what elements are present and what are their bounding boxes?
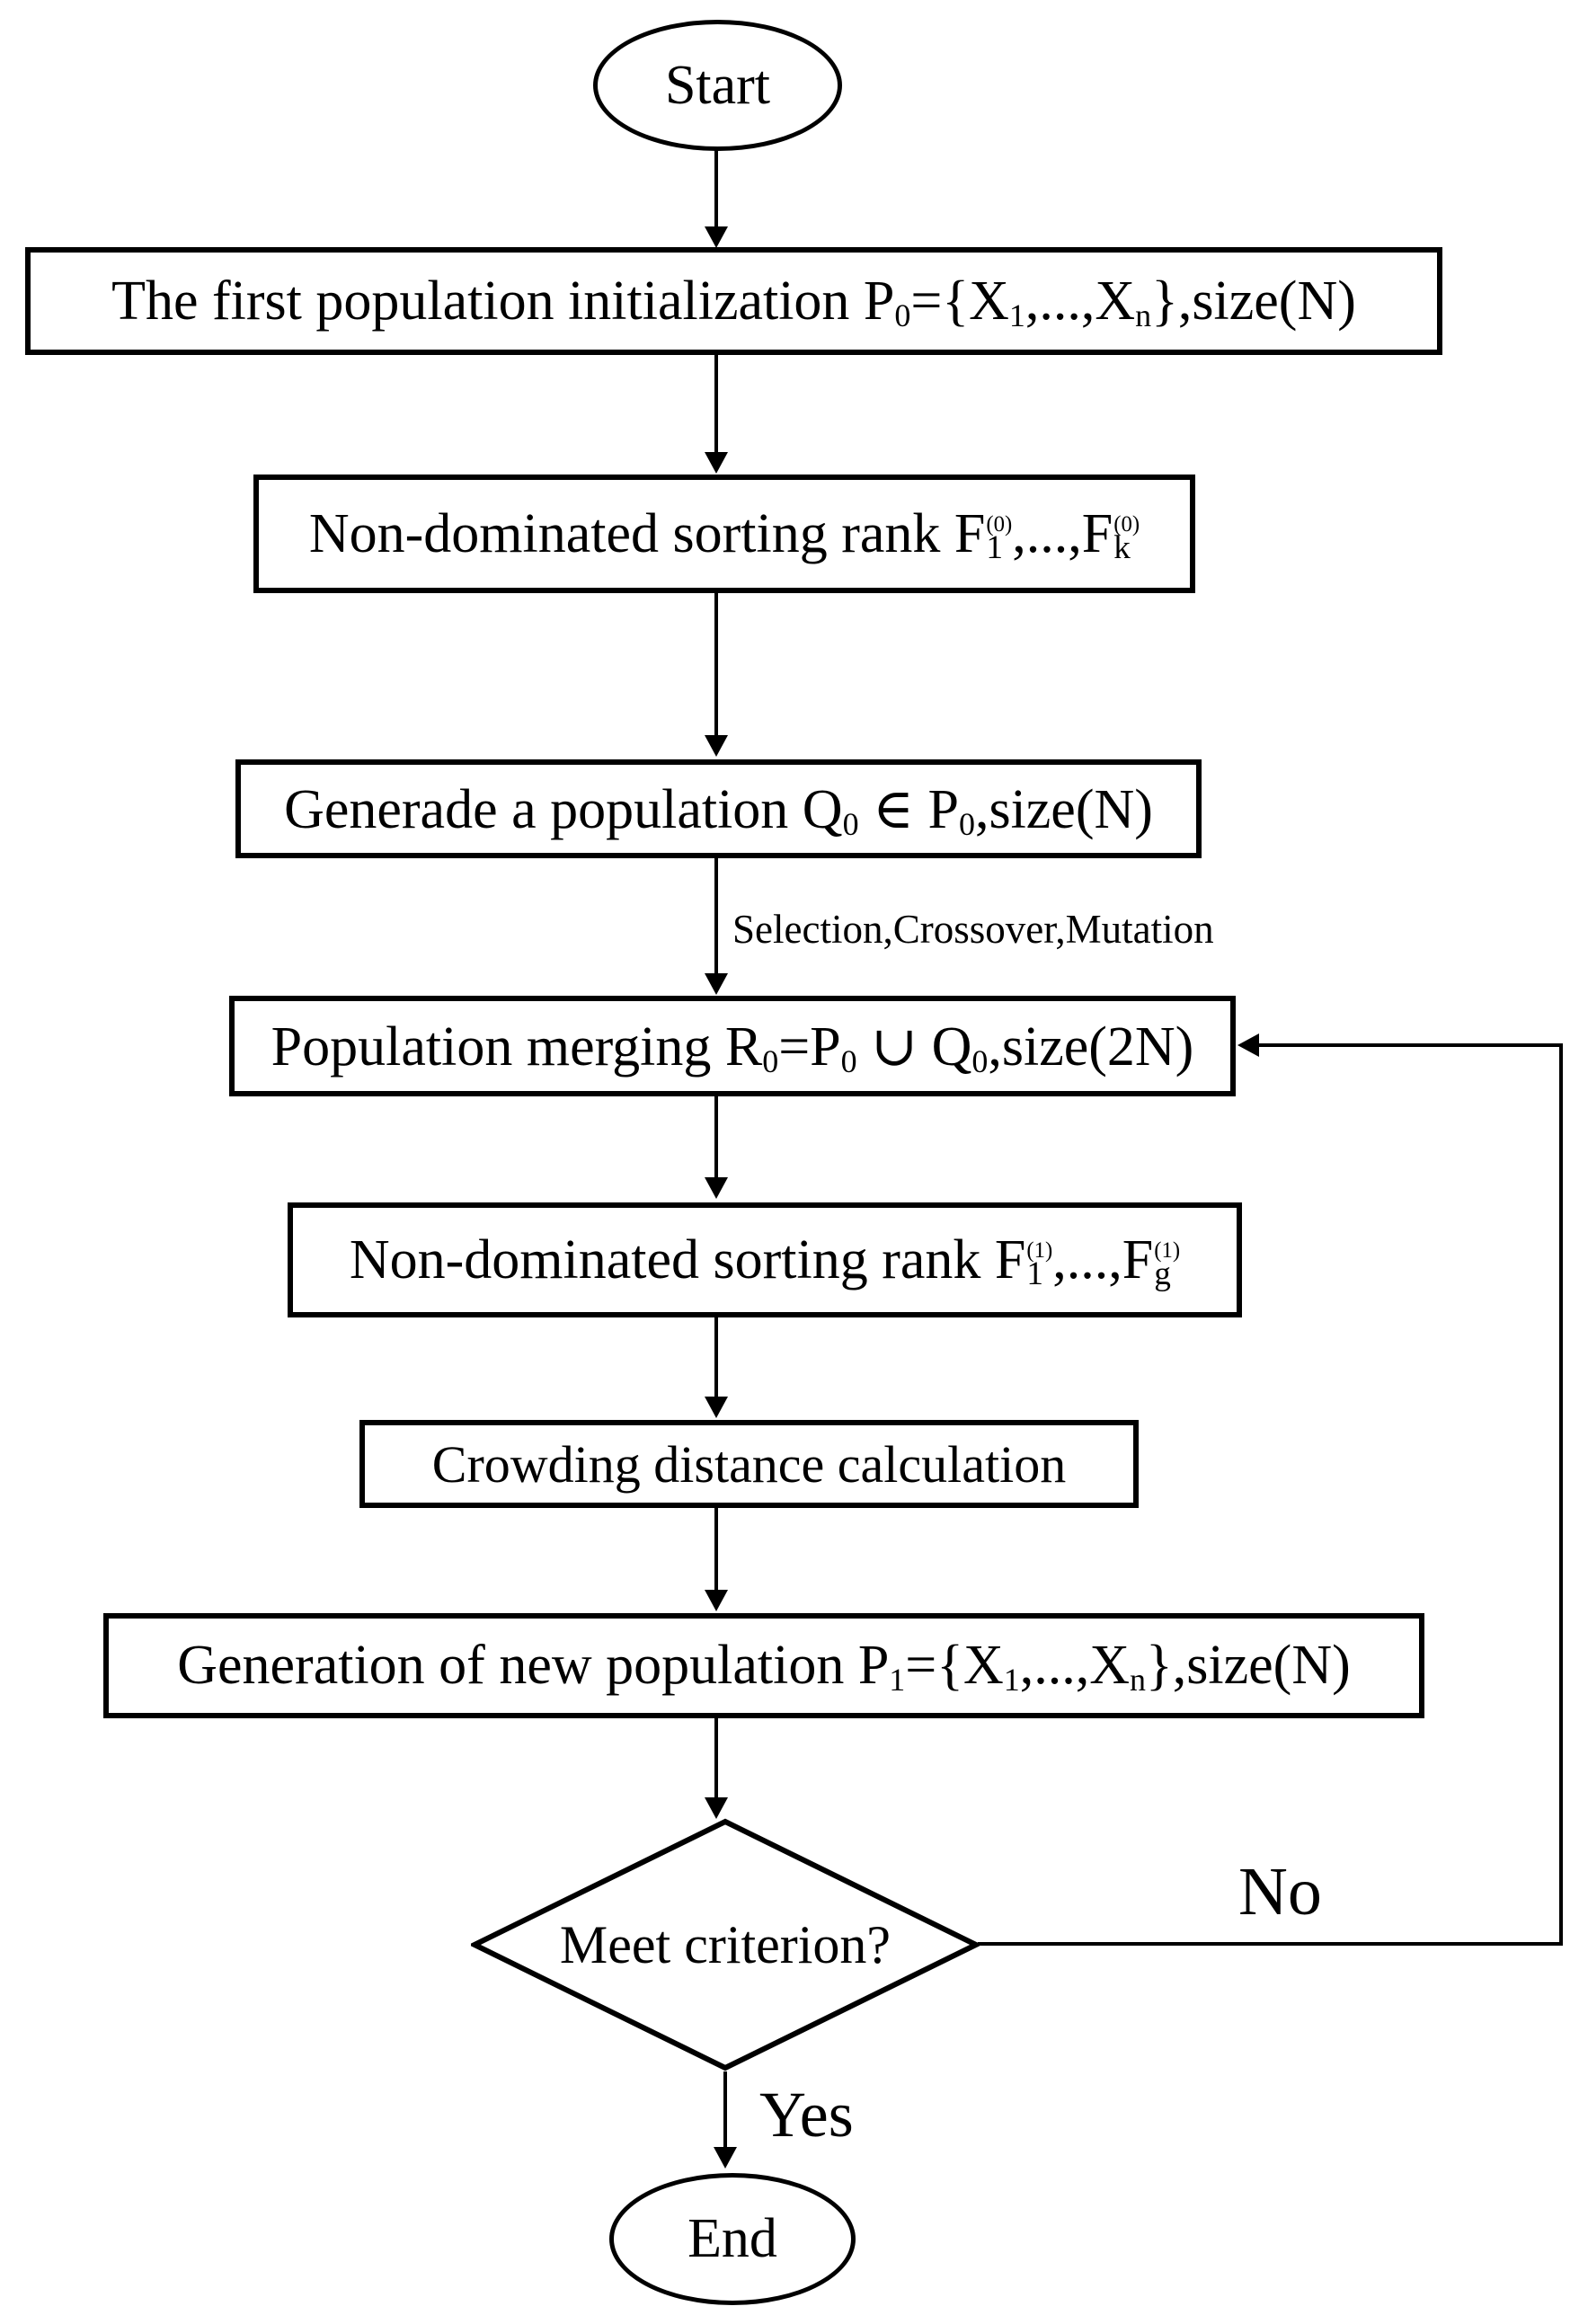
- arrowhead-down-icon: [705, 1797, 728, 1819]
- loop-no-line-vertical: [1559, 1043, 1563, 1944]
- nondominated-sort-1-box: Non-dominated sorting rank F(1)1,...,F(1…: [288, 1202, 1242, 1317]
- arrow-crowding-to-newpop-line: [714, 1508, 718, 1592]
- nondominated-sort-0-box: Non-dominated sorting rank F(0)1,...,F(0…: [253, 475, 1195, 593]
- arrow-sort1-to-crowding-line: [714, 1317, 718, 1398]
- arrowhead-left-icon: [1237, 1033, 1259, 1057]
- loop-no-line-bottom: [978, 1942, 1563, 1946]
- arrowhead-down-icon: [705, 735, 728, 757]
- new-population-box: Generation of new population P1={X1,...,…: [103, 1613, 1424, 1718]
- init-population-box: The first population initialization P0={…: [25, 247, 1442, 355]
- arrow-init-to-sort0-line: [714, 355, 718, 454]
- edge-label-no: No: [1238, 1854, 1322, 1929]
- end-label: End: [687, 2208, 777, 2269]
- arrowhead-down-icon: [705, 973, 728, 995]
- end-terminal: End: [609, 2173, 856, 2305]
- start-label: Start: [664, 54, 771, 116]
- meet-criterion-decision: [471, 1818, 980, 2071]
- arrowhead-down-icon: [705, 1590, 728, 1611]
- new-population-label: Generation of new population P1={X1,...,…: [177, 1635, 1351, 1698]
- init-population-label: The first population initialization P0={…: [111, 270, 1356, 333]
- arrow-merge-to-sort1-line: [714, 1096, 718, 1179]
- arrow-start-to-init-line: [714, 149, 718, 228]
- population-merging-label: Population merging R0=P0 ∪ Q0,size(2N): [271, 1016, 1194, 1079]
- population-merging-box: Population merging R0=P0 ∪ Q0,size(2N): [229, 996, 1236, 1096]
- edge-label-yes: Yes: [759, 2079, 854, 2151]
- arrow-generate-to-merge-line: [714, 858, 718, 975]
- crowding-distance-box: Crowding distance calculation: [359, 1420, 1139, 1508]
- nondominated-sort-0-label: Non-dominated sorting rank F(0)1,...,F(0…: [308, 502, 1140, 566]
- start-terminal: Start: [593, 20, 842, 151]
- arrowhead-down-icon: [705, 1397, 728, 1418]
- loop-no-line-top: [1256, 1043, 1563, 1047]
- arrow-newpop-to-decision-line: [714, 1718, 718, 1799]
- nondominated-sort-1-label: Non-dominated sorting rank F(1)1,...,F(1…: [349, 1229, 1181, 1292]
- arrowhead-down-icon: [714, 2147, 737, 2169]
- arrow-sort0-to-generate-line: [714, 593, 718, 737]
- generate-population-label: Generade a population Q0 ∈ P0,size(N): [284, 779, 1153, 842]
- diamond-shape: [471, 1818, 980, 2071]
- arrowhead-down-icon: [705, 452, 728, 474]
- crowding-distance-label: Crowding distance calculation: [431, 1434, 1067, 1494]
- arrowhead-down-icon: [705, 1177, 728, 1199]
- generate-population-box: Generade a population Q0 ∈ P0,size(N): [235, 759, 1202, 858]
- arrow-decision-to-end-line: [723, 2071, 727, 2149]
- arrowhead-down-icon: [705, 226, 728, 248]
- meet-criterion-label: Meet criterion?: [559, 1914, 892, 1974]
- edge-label-operators: Selection,Crossover,Mutation: [732, 907, 1214, 952]
